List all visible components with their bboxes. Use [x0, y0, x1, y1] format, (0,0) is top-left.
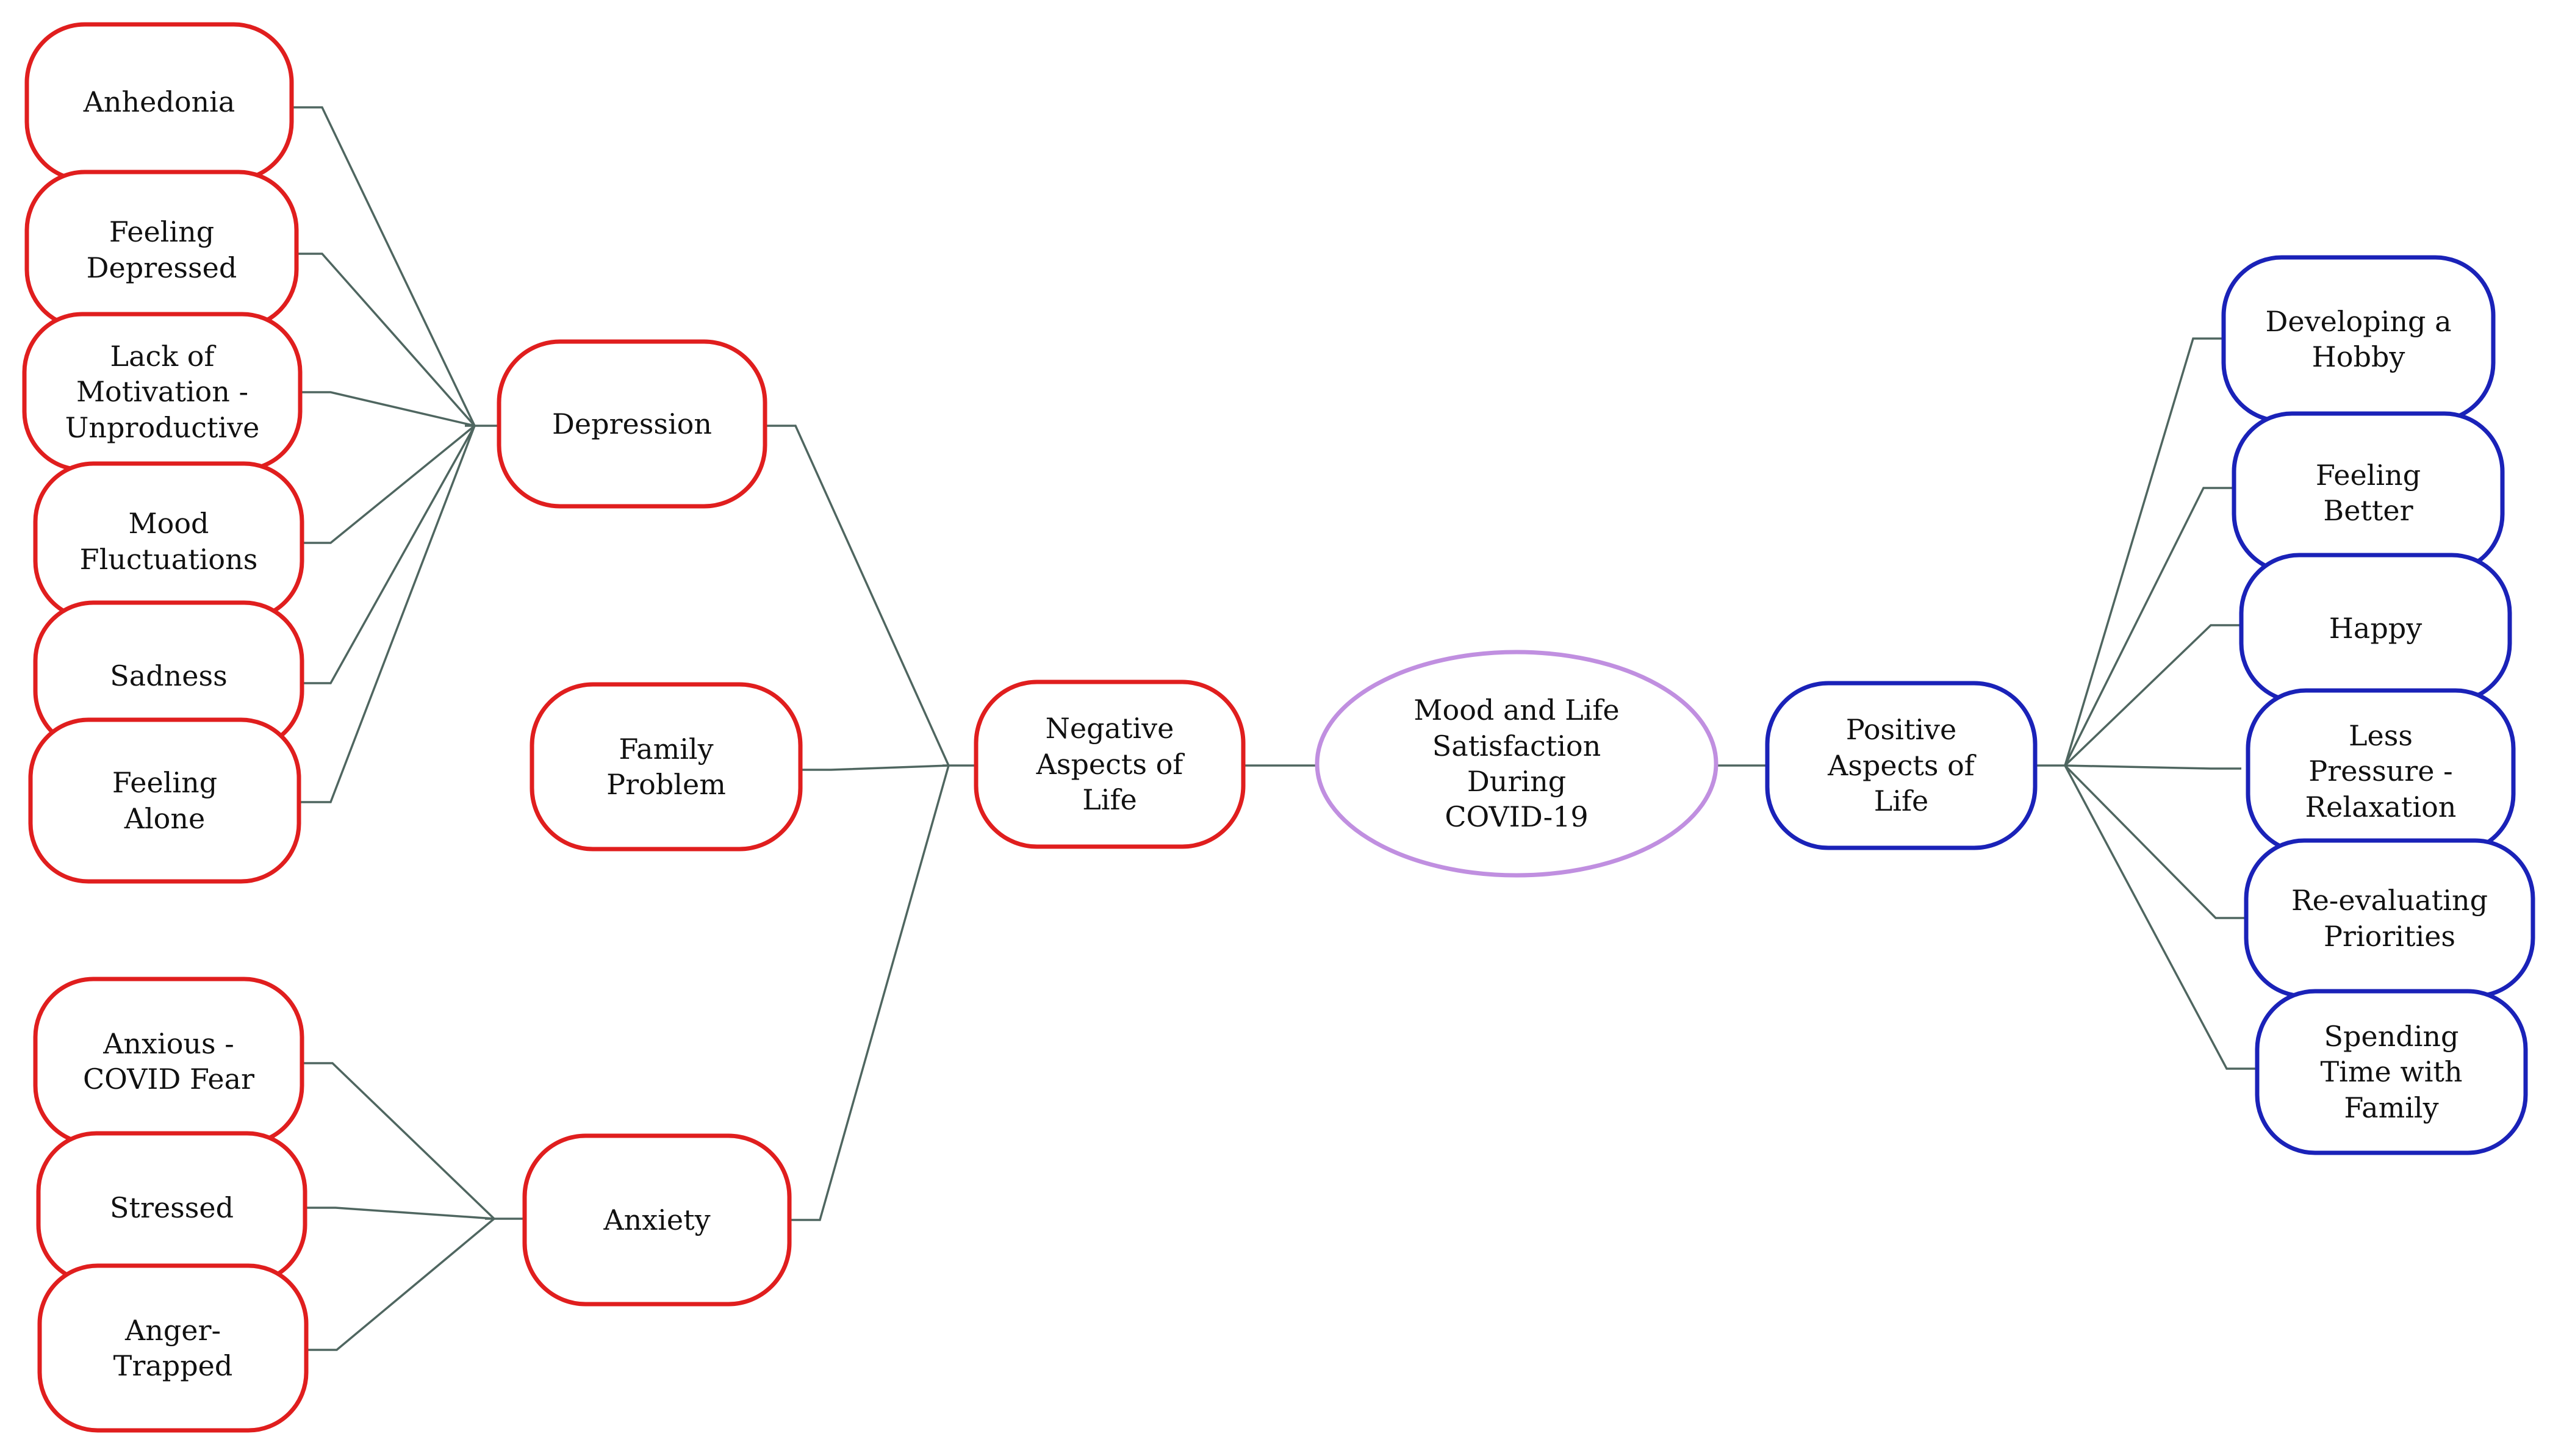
connector-feeling-depressed	[292, 253, 476, 427]
connector-happy	[2064, 624, 2241, 767]
node-re-evaluating-box	[2244, 838, 2535, 999]
node-mood-fluctuations-box	[33, 461, 304, 622]
node-feeling-better-box	[2232, 411, 2505, 575]
connector-mood-fluctuations	[300, 425, 476, 544]
node-happy-box	[2239, 553, 2512, 704]
connector-anhedonia	[292, 106, 476, 426]
node-anhedonia-box	[24, 22, 294, 182]
connector-stressed	[305, 1207, 495, 1220]
nodes	[22, 22, 2535, 1433]
node-feeling-depressed-box	[24, 170, 299, 330]
connector-anxious	[302, 1062, 495, 1220]
connector-lack-of-motivation	[300, 391, 475, 427]
node-less-pressure-box	[2246, 688, 2516, 855]
connector-feeling-better	[2064, 487, 2234, 766]
connector-anxiety-negative	[789, 765, 950, 1221]
connectors	[292, 106, 2257, 1351]
node-spending-time-box	[2255, 989, 2528, 1155]
node-stressed-box	[36, 1131, 307, 1285]
connector-less-pressure	[2064, 764, 2241, 770]
node-developing-hobby-box	[2221, 255, 2496, 423]
node-lack-of-motivation-box	[22, 312, 303, 472]
connector-developing-hobby	[2064, 337, 2224, 766]
node-positive-aspects-box	[1765, 681, 2038, 850]
connector-depression-negative	[765, 425, 950, 766]
connector-anger	[306, 1218, 495, 1351]
node-anxiety-box	[522, 1133, 792, 1307]
node-anger-box	[37, 1263, 309, 1433]
connector-spending-time	[2064, 765, 2257, 1070]
node-family-problem-box	[530, 682, 803, 852]
connector-re-evaluating	[2064, 764, 2246, 919]
node-center-ellipse	[1315, 650, 1719, 878]
connector-sadness	[300, 425, 476, 684]
node-feeling-alone-box	[28, 717, 301, 884]
connector-family-negative	[800, 764, 949, 771]
node-depression-box	[497, 339, 767, 509]
node-negative-aspects-box	[974, 680, 1246, 849]
node-anxious-box	[33, 977, 304, 1146]
connector-feeling-alone	[300, 425, 476, 803]
